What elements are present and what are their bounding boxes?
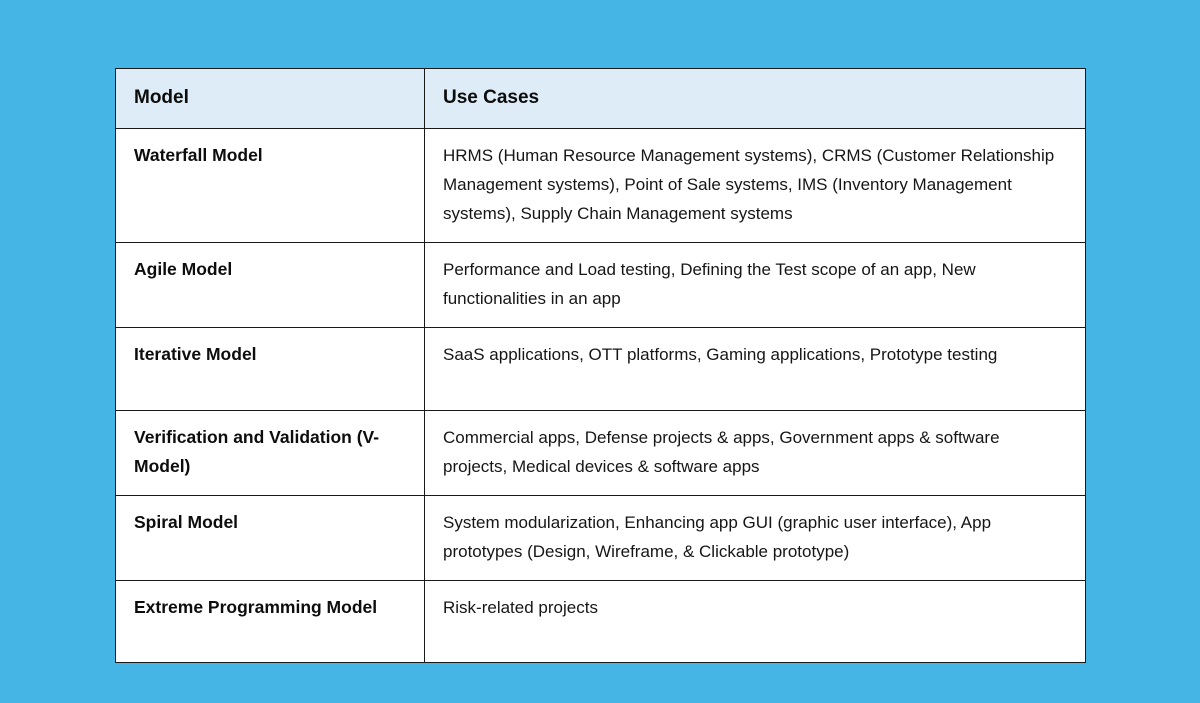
sdlc-models-table-container: Model Use Cases Waterfall Model HRMS (Hu… [115, 68, 1086, 663]
cell-model-name: Agile Model [115, 241, 425, 328]
table-body: Waterfall Model HRMS (Human Resource Man… [115, 127, 1086, 663]
table-row: Extreme Programming Model Risk-related p… [115, 579, 1086, 663]
table-row: Waterfall Model HRMS (Human Resource Man… [115, 127, 1086, 243]
cell-use-cases: SaaS applications, OTT platforms, Gaming… [424, 326, 1086, 411]
cell-model-name: Iterative Model [115, 326, 425, 411]
cell-use-cases: Risk-related projects [424, 579, 1086, 663]
table-row: Agile Model Performance and Load testing… [115, 241, 1086, 328]
column-header-use-cases: Use Cases [424, 68, 1086, 129]
cell-use-cases: HRMS (Human Resource Management systems)… [424, 127, 1086, 243]
table-row: Spiral Model System modularization, Enha… [115, 494, 1086, 581]
cell-use-cases: Performance and Load testing, Defining t… [424, 241, 1086, 328]
table-row: Iterative Model SaaS applications, OTT p… [115, 326, 1086, 411]
cell-use-cases: Commercial apps, Defense projects & apps… [424, 409, 1086, 496]
cell-model-name: Verification and Validation (V-Model) [115, 409, 425, 496]
cell-model-name: Waterfall Model [115, 127, 425, 243]
cell-model-name: Extreme Programming Model [115, 579, 425, 663]
cell-use-cases: System modularization, Enhancing app GUI… [424, 494, 1086, 581]
table-header: Model Use Cases [115, 68, 1086, 129]
table-header-row: Model Use Cases [115, 68, 1086, 129]
sdlc-models-table: Model Use Cases Waterfall Model HRMS (Hu… [115, 68, 1086, 663]
column-header-model: Model [115, 68, 425, 129]
cell-model-name: Spiral Model [115, 494, 425, 581]
table-row: Verification and Validation (V-Model) Co… [115, 409, 1086, 496]
